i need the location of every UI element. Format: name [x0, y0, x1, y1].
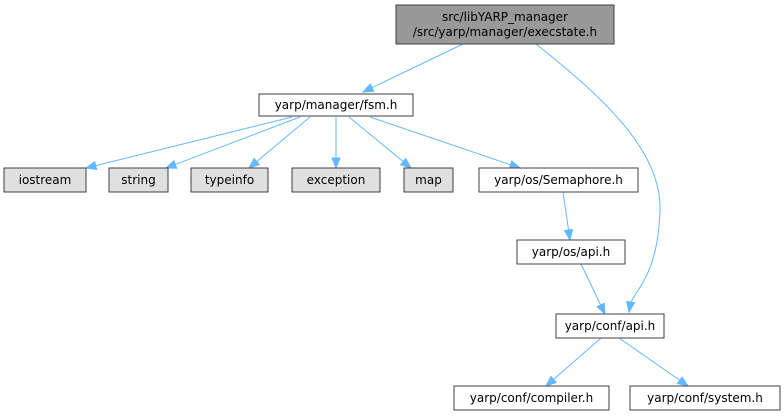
arrow-head — [563, 228, 574, 242]
edges-layer — [84, 43, 690, 387]
node-system[interactable]: yarp/conf/system.h — [629, 385, 781, 411]
node-box — [403, 167, 454, 193]
edge-line — [370, 43, 464, 89]
node-box — [453, 385, 610, 411]
edge-line — [580, 263, 602, 307]
edge-line — [535, 43, 661, 303]
arrow-head — [361, 83, 375, 93]
node-typeinfo: typeinfo — [190, 167, 269, 193]
node-box — [516, 239, 626, 265]
arrow-head — [164, 159, 178, 169]
node-iostream: iostream — [3, 167, 87, 193]
edge-confapi-to-compiler — [544, 337, 602, 387]
node-label: yarp/manager/fsm.h — [275, 98, 398, 112]
edge-execstate-to-fsm — [361, 43, 464, 93]
arrow-head — [676, 376, 690, 387]
node-box — [108, 167, 169, 193]
node-label: yarp/os/Semaphore.h — [494, 173, 623, 187]
node-box — [395, 4, 615, 45]
arrow-head — [596, 302, 606, 316]
node-label: string — [121, 173, 155, 187]
node-compiler[interactable]: yarp/conf/compiler.h — [453, 385, 610, 411]
edge-line — [174, 116, 301, 166]
edge-fsm-to-typeinfo — [247, 116, 311, 169]
node-label: iostream — [19, 173, 72, 187]
edge-fsm-to-semaphore — [369, 116, 522, 170]
node-execstate[interactable]: src/libYARP_manager/src/yarp/manager/exe… — [395, 4, 615, 45]
edge-fsm-to-iostream — [84, 116, 293, 171]
node-fsm[interactable]: yarp/manager/fsm.h — [258, 93, 414, 117]
node-label: yarp/conf/compiler.h — [470, 391, 593, 405]
nodes-layer: src/libYARP_manager/src/yarp/manager/exe… — [3, 4, 781, 411]
edge-confapi-to-system — [618, 337, 690, 387]
edge-fsm-to-map — [348, 116, 413, 169]
node-box — [258, 93, 414, 117]
node-box — [555, 313, 665, 339]
node-semaphore[interactable]: yarp/os/Semaphore.h — [478, 167, 639, 193]
edge-line — [552, 337, 602, 381]
node-string: string — [108, 167, 169, 193]
arrow-head — [399, 157, 413, 169]
node-label: src/libYARP_manager — [442, 10, 568, 24]
node-label: yarp/conf/api.h — [565, 319, 656, 333]
arrow-head — [508, 160, 522, 170]
edge-line — [369, 116, 512, 166]
node-box — [3, 167, 87, 193]
arrow-head — [247, 157, 261, 169]
node-box — [478, 167, 639, 193]
node-map: map — [403, 167, 454, 193]
node-label: exception — [307, 173, 366, 187]
node-exception: exception — [291, 167, 381, 193]
edge-fsm-to-exception — [331, 117, 341, 170]
edge-line — [255, 116, 311, 163]
node-osapi[interactable]: yarp/os/api.h — [516, 239, 626, 265]
arrow-head — [84, 160, 98, 171]
node-label: typeinfo — [205, 173, 254, 187]
edge-osapi-to-confapi — [580, 263, 606, 316]
node-label: map — [415, 173, 442, 187]
edge-execstate-to-confapi — [535, 43, 661, 314]
node-box — [190, 167, 269, 193]
node-label: /src/yarp/manager/execstate.h — [413, 25, 597, 39]
edge-line — [348, 116, 405, 163]
node-label: yarp/os/api.h — [532, 245, 610, 259]
edge-line — [562, 191, 570, 232]
node-confapi[interactable]: yarp/conf/api.h — [555, 313, 665, 339]
edge-fsm-to-string — [164, 116, 301, 169]
node-box — [629, 385, 781, 411]
edge-line — [618, 337, 681, 382]
node-box — [291, 167, 381, 193]
edge-line — [94, 116, 293, 167]
node-label: yarp/conf/system.h — [647, 391, 763, 405]
arrow-head — [544, 375, 558, 387]
edge-semaphore-to-osapi — [562, 191, 574, 242]
arrow-head — [626, 300, 636, 314]
arrow-head — [331, 157, 341, 170]
